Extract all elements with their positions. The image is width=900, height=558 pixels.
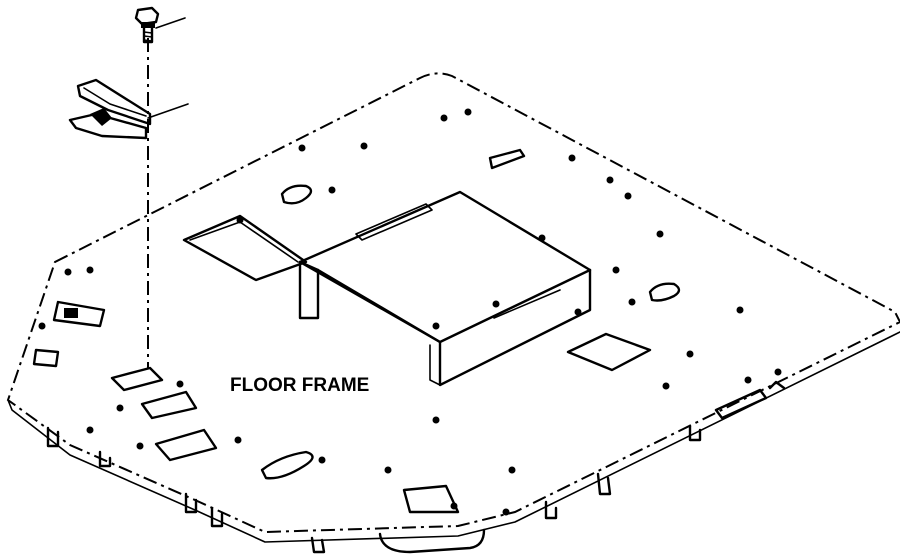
slot-holes — [280, 148, 681, 302]
bottom-brackets — [46, 380, 786, 554]
floor-plate-outline — [6, 72, 900, 534]
bolt-leader-line — [155, 17, 186, 29]
floor-opening-1 — [182, 214, 308, 282]
center-box — [298, 190, 592, 387]
floor-plate-edge — [7, 331, 900, 543]
clip-nut-leader-line — [147, 103, 189, 119]
floor-frame-label: FLOOR FRAME — [230, 375, 369, 396]
left-openings — [32, 300, 460, 514]
clip-nut — [68, 78, 152, 140]
bolt — [134, 6, 160, 44]
mounting-holes — [38, 108, 782, 516]
floor-opening-2 — [566, 332, 652, 372]
